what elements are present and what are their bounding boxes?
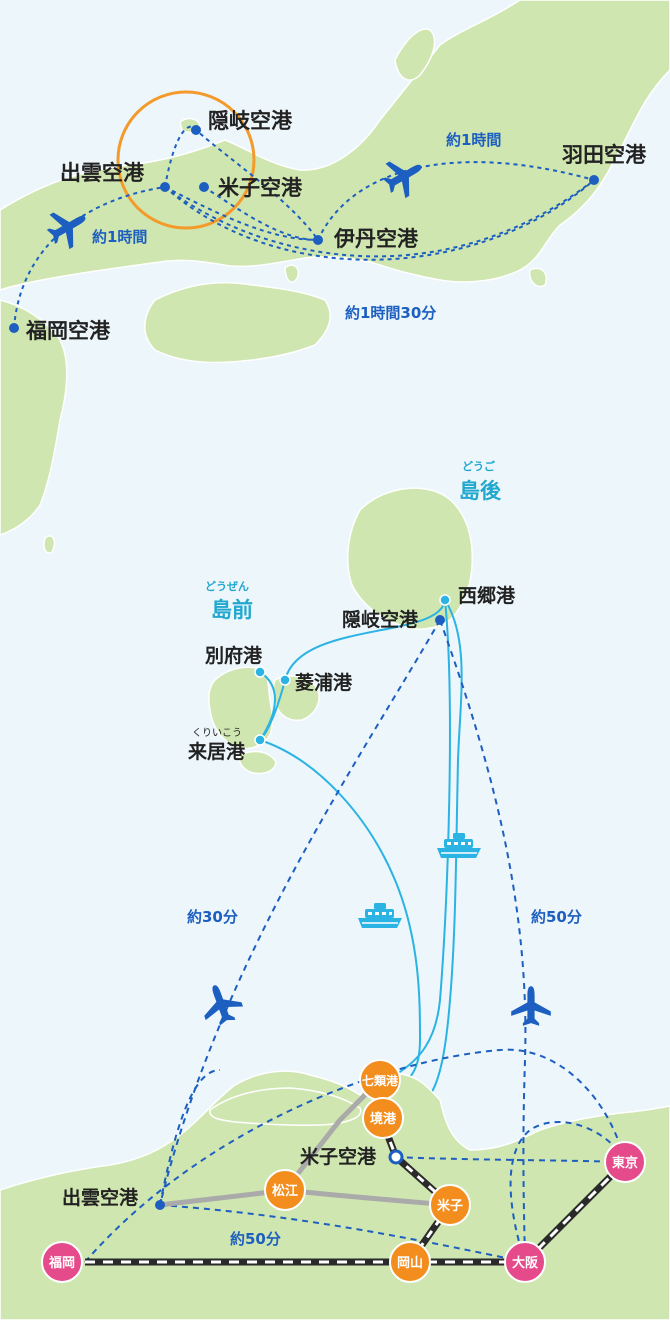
island-dozen-reading: どうぜん — [205, 580, 249, 593]
label-izumo-airport-bottom: 出雲空港 — [62, 1186, 139, 1209]
yonago-airport-dot — [388, 1149, 404, 1165]
top-airport-dots — [9, 125, 599, 333]
izumo-airport-dot — [155, 1200, 165, 1210]
ferry-routes — [259, 599, 463, 1096]
label-izumo-airport: 出雲空港 — [60, 161, 145, 185]
city-fukuoka: 福岡 — [41, 1241, 83, 1283]
station-sakai: 境港 — [362, 1097, 404, 1139]
label-yonago-airport: 米子空港 — [218, 176, 303, 200]
label-saigo-port: 西郷港 — [458, 584, 516, 607]
duration-izumo-haneda: 約1時間30分 — [345, 304, 436, 322]
label-okayama: 岡山 — [397, 1255, 423, 1271]
duration-izumo-osaka: 約50分 — [230, 1230, 281, 1248]
label-hishiura-port: 菱浦港 — [295, 671, 353, 694]
station-yonago: 米子 — [429, 1184, 471, 1226]
label-matsue: 松江 — [272, 1183, 298, 1199]
label-yonago: 米子 — [437, 1198, 463, 1214]
station-shichirui: 七類港 — [359, 1059, 401, 1101]
label-oki-airport-bottom: 隠岐空港 — [342, 608, 419, 631]
oki-islands — [208, 487, 474, 775]
top-map-land — [0, 0, 670, 554]
label-osaka: 大阪 — [512, 1255, 539, 1271]
label-yonago-airport-bottom: 米子空港 — [300, 1145, 377, 1168]
duration-fukuoka-izumo: 約1時間 — [92, 228, 147, 246]
island-dozen-name: 島前 — [211, 598, 253, 622]
label-kurii-reading: くりいこう — [192, 727, 242, 739]
label-haneda-airport: 羽田空港 — [562, 143, 647, 167]
station-matsue: 松江 — [264, 1169, 306, 1211]
city-osaka: 大阪 — [504, 1241, 546, 1283]
oki-airport-dot — [435, 615, 445, 625]
island-dogo-reading: どうご — [462, 459, 496, 473]
duration-osaka-oki: 約50分 — [531, 908, 582, 926]
duration-itami-haneda: 約1時間 — [446, 131, 501, 149]
city-tokyo: 東京 — [604, 1141, 646, 1183]
label-tokyo: 東京 — [612, 1155, 638, 1171]
highlight-ring — [116, 90, 256, 230]
label-shichirui: 七類港 — [362, 1073, 399, 1088]
label-kurii-port: 来居港 — [188, 741, 246, 763]
label-oki-airport: 隠岐空港 — [208, 109, 293, 133]
rail-lines — [85, 1078, 628, 1266]
label-sakai: 境港 — [370, 1111, 397, 1127]
station-okayama: 岡山 — [389, 1241, 431, 1283]
label-beppu-port: 別府港 — [205, 644, 263, 667]
label-fukuoka-airport: 福岡空港 — [25, 319, 111, 343]
island-dogo-name: 島後 — [459, 479, 502, 503]
port-dots — [254, 594, 451, 746]
duration-izumo-oki: 約30分 — [187, 908, 238, 926]
label-itami-airport: 伊丹空港 — [333, 227, 419, 251]
label-fukuoka: 福岡 — [48, 1255, 75, 1271]
